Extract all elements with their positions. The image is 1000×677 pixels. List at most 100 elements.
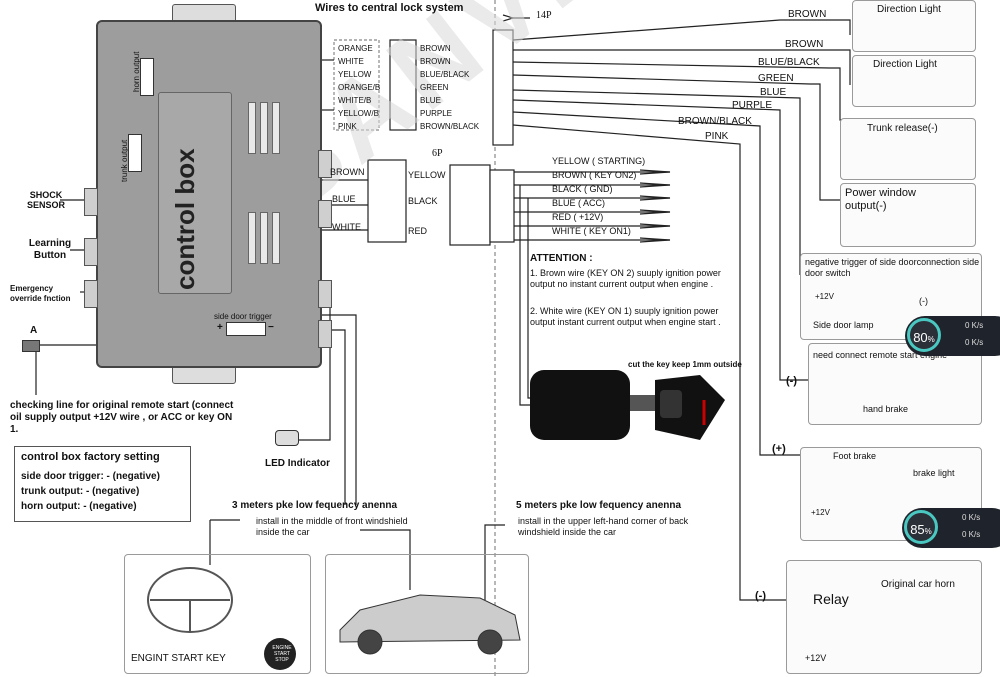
lock-wire-left-label: ORANGE/B [338,83,381,92]
relay-neg: (-) [755,590,766,602]
lock-wire-left-label: PINK [338,122,357,131]
lock-wire-left-label: YELLOW/B [338,109,379,118]
power-wire-label: BLUE ( ACC) [552,198,606,208]
trunk-release-label: Trunk release(-) [867,123,938,134]
key-note: cut the key keep 1mm outside [628,360,742,369]
right-wire-label: PINK [705,131,729,142]
engine-start-button-label[interactable]: ENGINE START STOP [272,645,292,663]
foot-brake-label: Foot brake [833,451,877,461]
gauge-1-line1: 0 K/s [965,321,984,330]
shock-sensor-port [84,188,98,216]
right-wire-label: BROWN [788,9,827,20]
gauge-2-line2: 0 K/s [962,530,981,539]
engine-start-panel: ENGINT START KEY ENGINE START STOP [124,554,311,674]
hand-brake-title: need connect remote start engine [813,350,948,360]
antenna-left-title: 3 meters pke low fequency anenna [232,500,398,511]
right-wire-label: BLUE [760,87,787,98]
led-indicator-icon [275,430,299,446]
horn-panel: Relay Original car horn +12V [786,560,982,674]
side-door-trigger-label: side door trigger [214,312,272,321]
lock-wire-left-label: YELLOW [338,70,372,79]
factory-setting-line2: trunk output: - (negative) [21,486,140,497]
attention-title: ATTENTION : [530,253,593,264]
gauge-1-line2: 0 K/s [965,338,984,347]
lock-wire-left-label: ORANGE [338,44,373,53]
right-wire-label: PURPLE [732,100,773,111]
horn-plus12v: +12V [805,653,827,663]
gauge-1-ring: 80% [907,318,941,352]
six-pin-left-1: BROWN [330,167,365,177]
factory-setting-title: control box factory setting [21,451,160,463]
lock-wire-right-label: BROWN [420,57,451,66]
side-door-plus12v: +12V [815,292,834,301]
hand-brake-panel: need connect remote start engine hand br… [808,343,982,425]
direction-light-2-panel: Direction Light [852,55,976,107]
factory-setting-line3: horn output: - (negative) [21,501,137,512]
antenna-left-desc: install in the middle of front windshiel… [256,516,408,537]
direction-light-1-panel: Direction Light [852,0,976,52]
power-wire-label: BLACK ( GND) [552,184,613,194]
right-port-3 [318,280,332,308]
lock-wire-left-label: WHITE [338,57,364,66]
power-window-label: Power window output(-) [845,187,916,212]
trunk-release-panel: Trunk release(-) [840,118,976,180]
control-box [96,20,322,368]
connector-14p-label: 14P [536,10,552,21]
trunk-output-connector [128,134,142,172]
plug-a-icon [22,340,40,352]
direction-light-2-label: Direction Light [873,59,937,70]
gauge-2: 85% 0 K/s 0 K/s [902,508,1000,548]
power-wire-label: YELLOW ( STARTING) [552,156,646,166]
side-door-minus: (-) [919,296,928,306]
learning-button-label: Learning Button [28,238,72,261]
power-wire-label: WHITE ( KEY ON1) [552,226,631,236]
six-pin-left-2: BLUE [332,194,356,204]
relay-label: Relay [813,591,849,607]
factory-setting-line1: side door trigger: - (negative) [21,471,160,482]
brake-light-label: brake light [913,468,955,478]
horn-label: Original car horn [881,579,955,590]
six-pin-left-3: WHITE [332,222,361,232]
attention-item-2: 2. White wire (KEY ON 1) suuply ignition… [530,306,721,327]
lock-wire-left-label: WHITE/B [338,96,372,105]
engine-start-key-label: ENGINT START KEY [131,653,226,664]
learning-button[interactable] [84,238,98,266]
six-pin-right-2: BLACK [408,196,438,206]
attention-item-1: 1. Brown wire (KEY ON 2) suuply ignition… [530,268,721,289]
antenna-right-desc: install in the upper left-hand corner of… [518,516,689,537]
side-door-trigger-connector [226,322,266,336]
checking-line-note: checking line for original remote start … [10,400,234,435]
lock-wire-right-label: BROWN [420,44,451,53]
lock-wire-right-label: BLUE [420,96,441,105]
hand-brake-neg: (-) [786,375,797,387]
side-door-plus: + [217,322,223,333]
right-wire-label: BROWN/BLACK [678,116,752,127]
right-port-1 [318,150,332,178]
six-pin-right-1: YELLOW [408,170,446,180]
a-label: A [30,325,38,336]
power-wire-label: RED ( +12V) [552,212,604,222]
emergency-override-port [84,280,98,308]
right-port-2 [318,200,332,228]
six-pin-right-3: RED [408,226,428,236]
emergency-label: Emergency override fnction [10,284,71,303]
lock-wire-right-label: BLUE/BLACK [420,70,470,79]
side-door-minus: − [268,322,274,333]
foot-brake-panel: Foot brake brake light +12V [800,447,982,541]
foot-brake-plus12v: +12V [811,508,830,517]
right-wire-label: BLUE/BLACK [758,57,820,68]
side-door-lamp-label: Side door lamp [813,320,874,330]
shock-sensor-label: SHOCK SENSOR [26,190,65,210]
right-wire-label: GREEN [758,73,794,84]
lock-wire-right-label: PURPLE [420,109,453,118]
lock-wire-right-label: BROWN/BLACK [420,122,480,131]
connector-6p-label: 6P [432,148,443,159]
antenna-right-title: 5 meters pke low fequency anenna [516,500,682,511]
control-box-label: control box [170,148,200,290]
foot-brake-pos: (+) [772,443,786,455]
led-indicator-label: LED Indicator [265,458,331,469]
gauge-2-line1: 0 K/s [962,513,981,522]
wires-title: Wires to central lock system [315,2,464,14]
power-window-panel: Power window output(-) [840,183,976,247]
power-wire-label: BROWN ( KEY ON2) [552,170,637,180]
